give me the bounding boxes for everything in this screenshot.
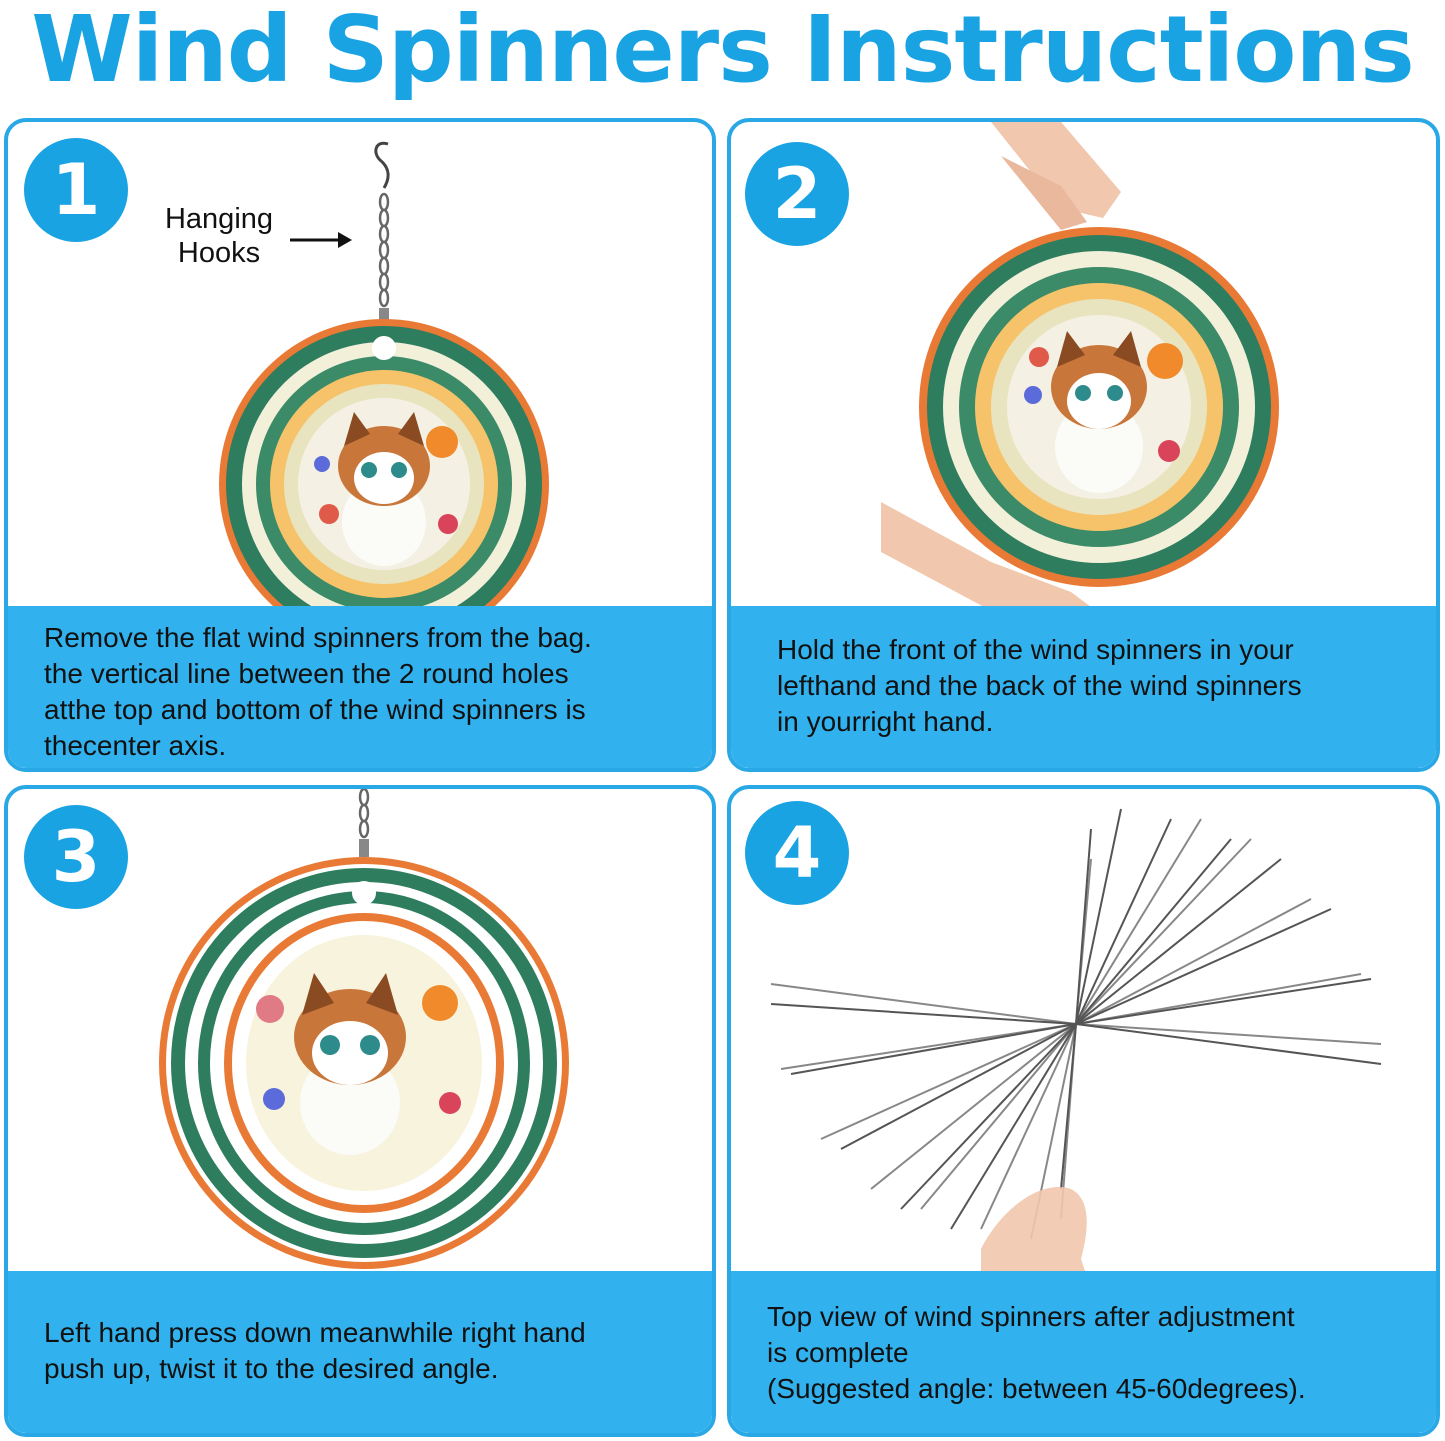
step-1-panel: Hanging Hooks 1 Remove the flat wind spi… [4,118,716,772]
step-4-badge: 4 [745,801,849,905]
step-1-badge: 1 [24,138,128,242]
step-4-panel: 4 Top view of wind spinners after adjust… [727,785,1440,1437]
step-3-panel: 3 Left hand press down meanwhile right h… [4,785,716,1437]
flat-spinner-with-hook-image [219,141,549,649]
step-4-caption: Top view of wind spinners after adjustme… [731,1271,1436,1433]
step-2-caption: Hold the front of the wind spinners in y… [731,606,1436,768]
step-1-caption: Remove the flat wind spinners from the b… [8,606,712,768]
step-2-badge: 2 [745,142,849,246]
step-3-badge: 3 [24,805,128,909]
step-2-panel: 2 Hold the front of the wind spinners in… [727,118,1440,772]
page-title: Wind Spinners Instructions [31,0,1414,103]
hands-holding-spinner-image [881,122,1279,642]
hanging-hooks-label: Hanging Hooks [164,203,274,269]
twisted-spinner-image [159,789,569,1269]
step-3-caption: Left hand press down meanwhile right han… [8,1271,712,1433]
